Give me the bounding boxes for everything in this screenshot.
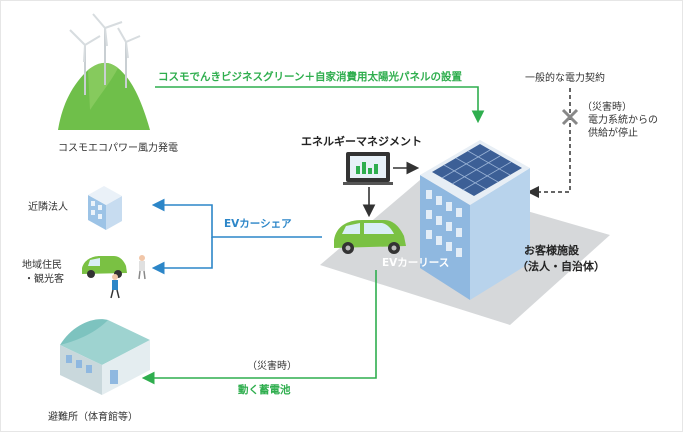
ev-share-label: EVカーシェア xyxy=(224,218,292,230)
shelter-gym-illustration xyxy=(60,319,150,395)
green-plan-label: コスモでんきビジネスグリーン＋自家消費用太陽光パネルの設置 xyxy=(158,71,462,83)
wind-farm-illustration xyxy=(58,13,150,130)
residents-label-line2: ・観光客 xyxy=(24,274,64,285)
ev-car-lease xyxy=(334,220,406,254)
customer-facility-sublabel: （法人・自治体） xyxy=(517,260,605,273)
shelter-label: 避難所（体育館等） xyxy=(48,412,138,423)
nearby-corp-label: 近隣法人 xyxy=(28,202,68,213)
cut-off-mark xyxy=(561,108,579,126)
mobile-battery-label: 動く蓄電池 xyxy=(238,384,291,396)
general-contract-label: 一般的な電力契約 xyxy=(525,73,605,84)
mobile-battery-arrow xyxy=(141,270,377,385)
disaster-note-line1: （災害時） xyxy=(582,102,632,113)
ev-share-arrows xyxy=(151,198,322,275)
residents-car-illustration xyxy=(82,255,146,299)
disaster-bottom-label: （災害時） xyxy=(247,361,297,372)
wind-power-label: コスモエコパワー風力発電 xyxy=(58,143,178,154)
ev-lease-label: EVカーリース xyxy=(382,257,450,269)
nearby-corp-building xyxy=(88,186,122,230)
customer-building xyxy=(420,140,530,300)
residents-label-line1: 地域住民 xyxy=(22,260,62,271)
disaster-note-line3: 供給が停止 xyxy=(588,128,638,139)
disaster-note-line2: 電力系統からの xyxy=(588,115,658,126)
energy-monitor-icon xyxy=(343,152,393,185)
energy-mgmt-label: エネルギーマネジメント xyxy=(301,135,422,148)
green-supply-arrow xyxy=(155,86,485,124)
customer-facility-label: お客様施設 xyxy=(524,244,579,257)
general-contract-arrow xyxy=(527,88,571,198)
